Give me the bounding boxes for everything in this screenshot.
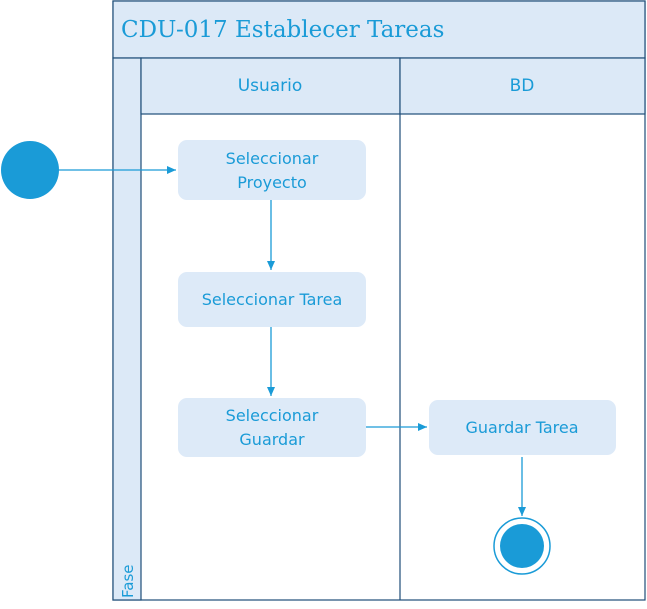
title-band bbox=[112, 0, 646, 59]
phase-label: Fase bbox=[119, 565, 137, 599]
phase-column bbox=[112, 57, 142, 601]
node-guardar-tarea: Guardar Tarea bbox=[429, 400, 616, 455]
start-node bbox=[1, 141, 59, 199]
lane-label-bd: BD bbox=[510, 76, 535, 96]
node-label-line: Guardar Tarea bbox=[465, 418, 578, 437]
node-seleccionar-proyecto: Seleccionar Proyecto bbox=[178, 140, 366, 200]
node-label-line: Guardar bbox=[239, 430, 305, 449]
diagram-title: CDU-017 Establecer Tareas bbox=[121, 17, 444, 43]
node-label-line: Seleccionar bbox=[226, 149, 319, 168]
node-label-line: Proyecto bbox=[237, 173, 307, 192]
node-label-line: Seleccionar bbox=[226, 406, 319, 425]
end-node bbox=[493, 517, 551, 575]
lane-header-usuario bbox=[140, 57, 401, 115]
lane-label-usuario: Usuario bbox=[238, 76, 303, 96]
lane-header-bd bbox=[399, 57, 646, 115]
node-seleccionar-tarea: Seleccionar Tarea bbox=[178, 272, 366, 327]
node-label-line: Seleccionar Tarea bbox=[202, 290, 343, 309]
node-seleccionar-guardar: Seleccionar Guardar bbox=[178, 398, 366, 457]
